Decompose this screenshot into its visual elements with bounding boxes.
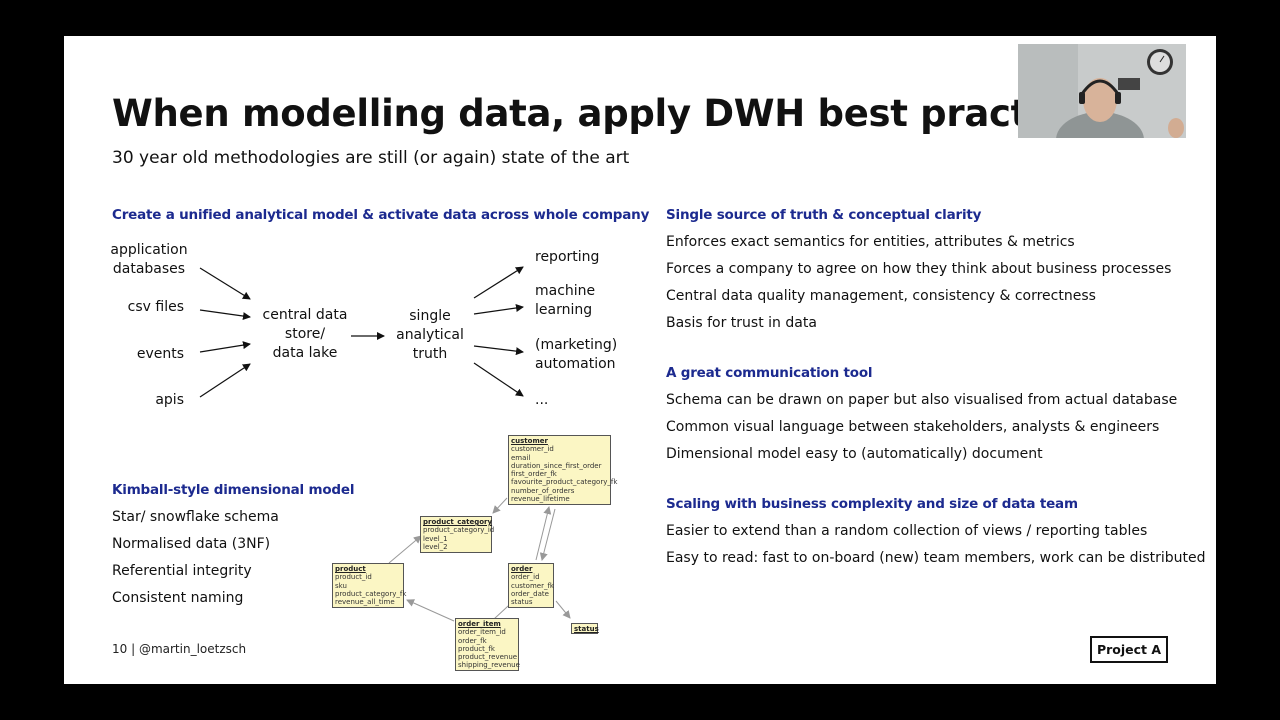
right-item: Basis for trust in data bbox=[666, 315, 817, 331]
slide-title: When modelling data, apply DWH best prac… bbox=[112, 92, 1109, 135]
arrow-truth-to-reporting bbox=[473, 266, 524, 299]
kimball-item: Star/ snowflake schema bbox=[112, 509, 279, 525]
table-name: order_item bbox=[458, 620, 501, 628]
right-item: Forces a company to agree on how they th… bbox=[666, 261, 1172, 277]
schema-table-product-category: product_category product_category_id lev… bbox=[420, 516, 495, 553]
arrow-apis-to-store bbox=[199, 363, 251, 398]
schema-table-order-item: order_item order_item_id order_fk produc… bbox=[455, 618, 520, 671]
table-field: product_category_fk bbox=[335, 589, 407, 598]
speaker-webcam-video bbox=[1018, 44, 1186, 138]
schema-table-status: status bbox=[571, 623, 599, 634]
output-reporting: reporting bbox=[535, 249, 600, 265]
output-more: ... bbox=[535, 392, 549, 408]
table-name: status bbox=[574, 625, 599, 633]
project-a-logo: Project A bbox=[1090, 636, 1168, 663]
arrow-app-db-to-store bbox=[199, 267, 251, 300]
kimball-item: Referential integrity bbox=[112, 563, 252, 579]
arrow-events-to-store bbox=[199, 341, 251, 353]
right-heading-communication: A great communication tool bbox=[666, 365, 873, 381]
arrow-truth-to-more bbox=[473, 362, 524, 397]
schema-table-product: product product_id sku product_category_… bbox=[332, 563, 407, 608]
table-field: order_fk bbox=[458, 636, 487, 645]
flow-arrows bbox=[199, 266, 571, 622]
right-item: Schema can be drawn on paper but also vi… bbox=[666, 392, 1178, 408]
right-heading-scaling: Scaling with business complexity and siz… bbox=[666, 496, 1078, 512]
arrow-truth-to-ml bbox=[473, 304, 524, 315]
table-field: level_2 bbox=[423, 542, 448, 551]
right-item: Dimensional model easy to (automatically… bbox=[666, 446, 1043, 462]
right-item: Easier to extend than a random collectio… bbox=[666, 523, 1148, 539]
table-field: product_category_id bbox=[423, 526, 495, 535]
slide-subtitle: 30 year old methodologies are still (or … bbox=[112, 148, 630, 168]
source-apis: apis bbox=[155, 392, 184, 408]
table-name: product_category bbox=[423, 518, 493, 526]
table-field: order_id bbox=[511, 573, 540, 582]
schema-table-customer: customer customer_id email duration_sinc… bbox=[508, 435, 618, 505]
table-field: first_order_fk bbox=[511, 470, 557, 479]
schema-link-customer-order bbox=[539, 508, 556, 561]
table-field: order_date bbox=[511, 589, 549, 598]
table-name: product bbox=[335, 565, 366, 573]
table-field: status bbox=[511, 598, 533, 607]
kimball-model-heading: Kimball-style dimensional model bbox=[112, 482, 355, 498]
right-item: Common visual language between stakehold… bbox=[666, 419, 1160, 435]
table-name: order bbox=[511, 565, 533, 573]
presentation-slide: When modelling data, apply DWH best prac… bbox=[64, 36, 1216, 684]
table-field: product_id bbox=[335, 573, 372, 582]
source-events: events bbox=[136, 346, 184, 362]
right-item: Enforces exact semantics for entities, a… bbox=[666, 234, 1075, 250]
unified-model-heading: Create a unified analytical model & acti… bbox=[112, 207, 650, 223]
table-field: email bbox=[511, 453, 531, 462]
right-item: Easy to read: fast to on-board (new) tea… bbox=[666, 550, 1206, 566]
right-item: Central data quality management, consist… bbox=[666, 288, 1096, 304]
schema-link-item-product bbox=[406, 599, 455, 622]
table-field: sku bbox=[335, 581, 347, 590]
table-field: revenue_all_time bbox=[335, 598, 395, 607]
schema-link-order-customer bbox=[535, 506, 552, 561]
schema-link-order-status bbox=[555, 600, 571, 619]
table-field: product_revenue bbox=[458, 653, 518, 662]
kimball-item: Consistent naming bbox=[112, 590, 244, 606]
table-field: number_of_orders bbox=[511, 486, 575, 495]
kimball-item: Normalised data (3NF) bbox=[112, 536, 271, 552]
table-field: product_fk bbox=[458, 644, 495, 653]
arrow-csv-to-store bbox=[199, 309, 251, 320]
table-field: favourite_product_category_fk bbox=[511, 478, 618, 487]
table-field: order_item_id bbox=[458, 628, 506, 637]
speaker-webcam-image bbox=[1018, 44, 1186, 138]
table-field: duration_since_first_order bbox=[511, 461, 602, 470]
table-field: shipping_revenue bbox=[458, 661, 520, 670]
table-field: customer_id bbox=[511, 445, 554, 454]
source-csv-files: csv files bbox=[127, 299, 184, 315]
output-marketing-automation: (marketing)automation bbox=[535, 337, 618, 372]
table-field: level_1 bbox=[423, 534, 448, 543]
schema-link-product-category bbox=[388, 535, 422, 564]
schema-link-customer-category bbox=[492, 497, 508, 514]
schema-table-order: order order_id customer_fk order_date st… bbox=[508, 563, 554, 608]
table-field: customer_fk bbox=[511, 581, 554, 590]
table-name: customer bbox=[511, 437, 548, 445]
right-heading-source-of-truth: Single source of truth & conceptual clar… bbox=[666, 207, 982, 223]
slide-footer: 10 | @martin_loetzsch bbox=[112, 642, 247, 656]
table-field: revenue_lifetime bbox=[511, 495, 570, 504]
arrow-truth-to-automation bbox=[473, 345, 524, 356]
